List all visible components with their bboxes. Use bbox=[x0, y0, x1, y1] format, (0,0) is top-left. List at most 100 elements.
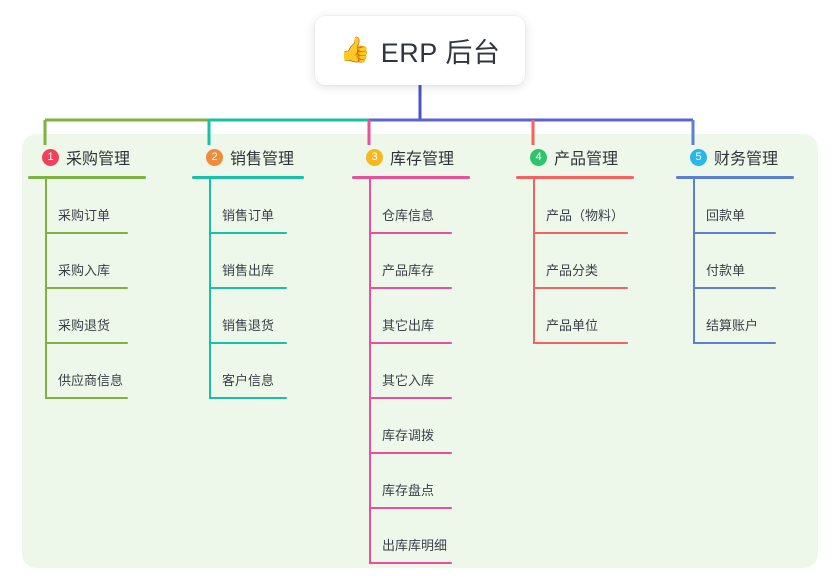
branch-child-underline bbox=[533, 287, 628, 289]
branch-child-underline bbox=[45, 397, 128, 399]
branch-child-item[interactable]: 产品单位 bbox=[516, 289, 634, 344]
branch-title: 产品管理 bbox=[554, 151, 619, 168]
branch-child-label: 采购订单 bbox=[58, 208, 111, 223]
branch-spine bbox=[209, 179, 211, 399]
branch-child-label: 采购入库 bbox=[58, 263, 111, 278]
branch-child-underline bbox=[45, 287, 128, 289]
branch-child-underline bbox=[533, 342, 628, 344]
branch-underline bbox=[28, 176, 146, 179]
branch-number-badge: 3 bbox=[366, 148, 383, 166]
branch-title: 财务管理 bbox=[714, 151, 779, 168]
branch-children: 采购订单采购入库采购退货供应商信息 bbox=[28, 179, 146, 399]
branch-header-4[interactable]: 4 产品管理 bbox=[516, 145, 634, 169]
branch-child-label: 销售退货 bbox=[222, 318, 275, 333]
branch-children: 仓库信息产品库存其它出库其它入库库存调拨库存盘点出库库明细 bbox=[352, 179, 470, 564]
branch-number-badge: 2 bbox=[206, 148, 223, 166]
branch-child-label: 其它入库 bbox=[382, 373, 435, 388]
branch-child-item[interactable]: 产品分类 bbox=[516, 234, 634, 289]
branch-child-underline bbox=[369, 287, 452, 289]
branch-spine bbox=[369, 179, 371, 564]
branch-spine bbox=[45, 179, 47, 399]
branch-panel-background bbox=[22, 134, 818, 568]
branch-column-3: 3 库存管理仓库信息产品库存其它出库其它入库库存调拨库存盘点出库库明细 bbox=[352, 145, 470, 564]
branch-underline bbox=[516, 176, 634, 179]
branch-child-underline bbox=[369, 452, 452, 454]
branch-number-badge: 4 bbox=[530, 148, 547, 166]
branch-number-badge: 5 bbox=[690, 148, 707, 166]
branch-children: 销售订单销售出库销售退货客户信息 bbox=[192, 179, 304, 399]
branch-child-underline bbox=[45, 342, 128, 344]
branch-child-label: 销售订单 bbox=[222, 208, 275, 223]
branch-child-item[interactable]: 付款单 bbox=[676, 234, 794, 289]
root-node-card[interactable]: 👍 ERP 后台 bbox=[315, 16, 525, 85]
branch-child-underline bbox=[209, 232, 287, 234]
branch-title: 销售管理 bbox=[230, 151, 295, 168]
branch-child-underline bbox=[45, 232, 128, 234]
branch-child-underline bbox=[209, 287, 287, 289]
branch-underline bbox=[676, 176, 794, 179]
branch-child-underline bbox=[369, 342, 452, 344]
branch-child-label: 产品分类 bbox=[546, 263, 599, 278]
branch-title: 库存管理 bbox=[390, 151, 455, 168]
branch-child-underline bbox=[369, 232, 452, 234]
branch-child-item[interactable]: 库存调拨 bbox=[352, 399, 470, 454]
branch-child-item[interactable]: 客户信息 bbox=[192, 344, 304, 399]
branch-child-item[interactable]: 销售出库 bbox=[192, 234, 304, 289]
branch-child-item[interactable]: 供应商信息 bbox=[28, 344, 146, 399]
branch-child-item[interactable]: 产品库存 bbox=[352, 234, 470, 289]
branch-child-label: 客户信息 bbox=[222, 373, 275, 388]
branch-child-underline bbox=[533, 232, 628, 234]
branch-child-label: 供应商信息 bbox=[58, 373, 124, 388]
branch-child-item[interactable]: 销售退货 bbox=[192, 289, 304, 344]
branch-child-label: 回款单 bbox=[706, 208, 746, 223]
branch-child-label: 产品单位 bbox=[546, 318, 599, 333]
branch-child-item[interactable]: 采购订单 bbox=[28, 179, 146, 234]
branch-child-underline bbox=[369, 507, 452, 509]
branch-header-5[interactable]: 5 财务管理 bbox=[676, 145, 794, 169]
branch-number-badge: 1 bbox=[42, 148, 59, 166]
branch-child-item[interactable]: 其它入库 bbox=[352, 344, 470, 399]
branch-child-underline bbox=[693, 232, 776, 234]
branch-spine bbox=[533, 179, 535, 344]
branch-child-underline bbox=[209, 342, 287, 344]
branch-child-underline bbox=[369, 562, 452, 564]
branch-child-label: 产品（物料） bbox=[546, 208, 625, 223]
branch-child-item[interactable]: 其它出库 bbox=[352, 289, 470, 344]
branch-children: 产品（物料） 产品分类产品单位 bbox=[516, 179, 634, 344]
branch-child-item[interactable]: 销售订单 bbox=[192, 179, 304, 234]
branch-children: 回款单付款单结算账户 bbox=[676, 179, 794, 344]
branch-underline bbox=[352, 176, 470, 179]
branch-child-item[interactable]: 仓库信息 bbox=[352, 179, 470, 234]
branch-column-5: 5 财务管理回款单付款单结算账户 bbox=[676, 145, 794, 344]
branch-underline bbox=[192, 176, 304, 179]
branch-child-item[interactable]: 出库库明细 bbox=[352, 509, 470, 564]
branch-child-item[interactable]: 产品（物料） bbox=[516, 179, 634, 234]
branch-child-underline bbox=[369, 397, 452, 399]
branch-child-item[interactable]: 采购退货 bbox=[28, 289, 146, 344]
thumbs-up-icon: 👍 bbox=[339, 36, 371, 64]
branch-child-label: 销售出库 bbox=[222, 263, 275, 278]
branch-child-label: 库存调拨 bbox=[382, 428, 435, 443]
branch-child-item[interactable]: 回款单 bbox=[676, 179, 794, 234]
branch-column-4: 4 产品管理产品（物料） 产品分类产品单位 bbox=[516, 145, 634, 344]
branch-child-label: 其它出库 bbox=[382, 318, 435, 333]
branch-header-1[interactable]: 1 采购管理 bbox=[28, 145, 146, 169]
root-node-title: ERP 后台 bbox=[380, 38, 501, 68]
branch-child-underline bbox=[693, 287, 776, 289]
branch-child-label: 出库库明细 bbox=[382, 538, 448, 553]
branch-spine bbox=[693, 179, 695, 344]
branch-child-label: 采购退货 bbox=[58, 318, 111, 333]
branch-title: 采购管理 bbox=[66, 151, 131, 168]
branch-child-underline bbox=[209, 397, 287, 399]
branch-header-3[interactable]: 3 库存管理 bbox=[352, 145, 470, 169]
branch-child-item[interactable]: 结算账户 bbox=[676, 289, 794, 344]
branch-child-label: 产品库存 bbox=[382, 263, 435, 278]
branch-child-item[interactable]: 采购入库 bbox=[28, 234, 146, 289]
branch-child-underline bbox=[693, 342, 776, 344]
branch-header-2[interactable]: 2 销售管理 bbox=[192, 145, 304, 169]
branch-child-item[interactable]: 库存盘点 bbox=[352, 454, 470, 509]
branch-column-1: 1 采购管理采购订单采购入库采购退货供应商信息 bbox=[28, 145, 146, 399]
branch-child-label: 付款单 bbox=[706, 263, 746, 278]
branch-child-label: 结算账户 bbox=[706, 318, 759, 333]
branch-child-label: 仓库信息 bbox=[382, 208, 435, 223]
